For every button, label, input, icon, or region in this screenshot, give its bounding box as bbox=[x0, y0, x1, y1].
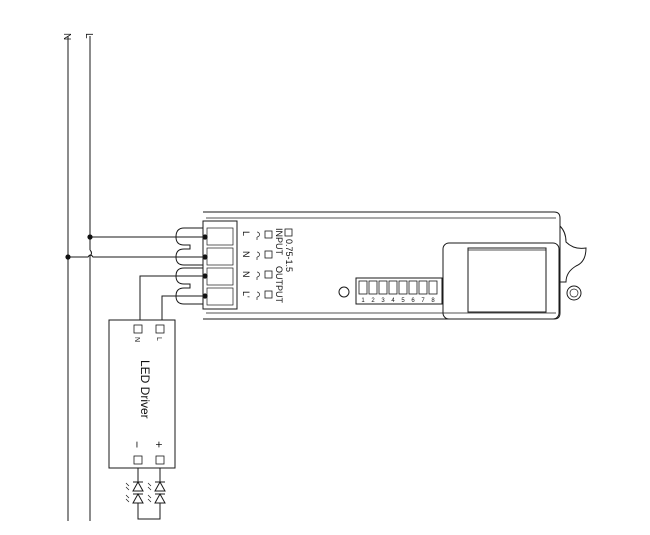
driver-output-minus-label: − bbox=[130, 441, 144, 448]
dip-switch-7[interactable] bbox=[418, 280, 428, 295]
driver-input-n-box bbox=[133, 324, 143, 334]
dip-switch-2[interactable] bbox=[368, 280, 378, 295]
dip-number-5: 5 bbox=[401, 298, 405, 304]
driver-input-l-box bbox=[155, 324, 165, 334]
terminal-screw-2 bbox=[264, 250, 273, 259]
terminal-cell-1 bbox=[206, 227, 234, 246]
led-loop-wire bbox=[137, 503, 161, 520]
wire-switched-line-out bbox=[161, 295, 205, 320]
dip-number-8: 8 bbox=[431, 298, 435, 304]
control-device: L N N L' 0.75-1.5 INPUT OUTPUT 1 2 3 4 bbox=[175, 211, 587, 320]
mounting-hole-inner bbox=[569, 288, 579, 298]
wire-symbol-icon bbox=[256, 291, 260, 300]
dip-switch-bank: 1 2 3 4 5 6 7 8 bbox=[355, 277, 443, 305]
terminal-screws bbox=[264, 230, 273, 299]
driver-output-plus-box bbox=[155, 455, 165, 465]
mounting-hole-outer bbox=[566, 285, 582, 301]
terminal-cell-2 bbox=[206, 247, 234, 266]
led-driver: N L LED Driver − + bbox=[108, 319, 176, 469]
dip-switch-4[interactable] bbox=[388, 280, 398, 295]
junction-terminal-1 bbox=[202, 234, 208, 240]
terminal-screw-1 bbox=[264, 230, 273, 239]
terminal-block bbox=[202, 220, 238, 310]
driver-output-minus-box bbox=[133, 455, 143, 465]
right-mounting-tab bbox=[559, 225, 587, 283]
wire-symbol-icon bbox=[256, 271, 260, 280]
dip-number-6: 6 bbox=[411, 298, 415, 304]
led-diode-icon bbox=[154, 492, 166, 504]
line-rail-label: L bbox=[83, 33, 94, 39]
light-emission-icon bbox=[125, 494, 130, 503]
sensor-lens bbox=[467, 247, 547, 313]
junction-line-in bbox=[87, 234, 93, 240]
dip-switch-3[interactable] bbox=[378, 280, 388, 295]
dip-number-3: 3 bbox=[381, 298, 385, 304]
terminal-cell-4 bbox=[206, 287, 234, 306]
left-clip-upper bbox=[175, 227, 203, 266]
dip-number-1: 1 bbox=[361, 298, 365, 304]
light-emission-icon bbox=[147, 482, 152, 491]
led-diode-icon bbox=[132, 480, 144, 492]
dip-switch-8[interactable] bbox=[428, 280, 438, 295]
led-diode-icon bbox=[132, 492, 144, 504]
led-string bbox=[125, 468, 166, 520]
terminal-symbols bbox=[256, 231, 260, 300]
dip-switch-5[interactable] bbox=[398, 280, 408, 295]
line-rail-lower bbox=[89, 249, 92, 521]
output-label: OUTPUT bbox=[274, 266, 284, 304]
dip-number-7: 7 bbox=[421, 298, 425, 304]
left-clip-lower bbox=[175, 267, 203, 305]
driver-input-n-label: N bbox=[133, 337, 140, 342]
terminal-label-2: N bbox=[241, 251, 251, 258]
led-driver-title: LED Driver bbox=[138, 360, 152, 419]
dip-switch-1[interactable] bbox=[358, 280, 368, 295]
input-label: INPUT bbox=[274, 228, 284, 256]
dip-number-4: 4 bbox=[391, 298, 395, 304]
wire-symbol-icon bbox=[256, 231, 260, 240]
junction-terminal-3 bbox=[202, 273, 208, 279]
dip-switch-6[interactable] bbox=[408, 280, 418, 295]
terminal-labels: L N N L' bbox=[241, 231, 251, 298]
led-driver-box bbox=[108, 319, 176, 469]
wire-neutral-in bbox=[68, 254, 205, 258]
wires bbox=[65, 234, 208, 320]
terminal-screw-3 bbox=[264, 270, 273, 279]
cable-size-box bbox=[284, 228, 293, 237]
terminal-screw-4 bbox=[264, 290, 273, 299]
junction-neutral-in bbox=[65, 254, 71, 260]
terminal-label-3: N bbox=[241, 271, 251, 278]
terminal-cell-3 bbox=[206, 267, 234, 286]
dip-number-2: 2 bbox=[371, 298, 375, 304]
terminal-label-1: L bbox=[241, 231, 251, 236]
junction-terminal-2 bbox=[202, 254, 208, 260]
terminal-label-4: L' bbox=[241, 291, 251, 298]
led-diode-icon bbox=[154, 480, 166, 492]
driver-input-l-label: L bbox=[155, 337, 162, 341]
supply-rails: N L bbox=[61, 33, 94, 521]
sensor-module bbox=[442, 242, 560, 320]
cable-size-label: 0.75-1.5 bbox=[284, 239, 294, 272]
light-emission-icon bbox=[147, 494, 152, 503]
neutral-rail-label: N bbox=[61, 33, 72, 40]
driver-output-plus-label: + bbox=[152, 441, 166, 448]
light-emission-icon bbox=[125, 482, 130, 491]
dip-switch-housing bbox=[355, 277, 443, 305]
junction-terminal-4 bbox=[202, 293, 208, 299]
wire-neutral-out bbox=[139, 275, 205, 320]
wire-symbol-icon bbox=[256, 251, 260, 260]
status-led bbox=[338, 286, 350, 298]
device-housing bbox=[203, 211, 561, 320]
